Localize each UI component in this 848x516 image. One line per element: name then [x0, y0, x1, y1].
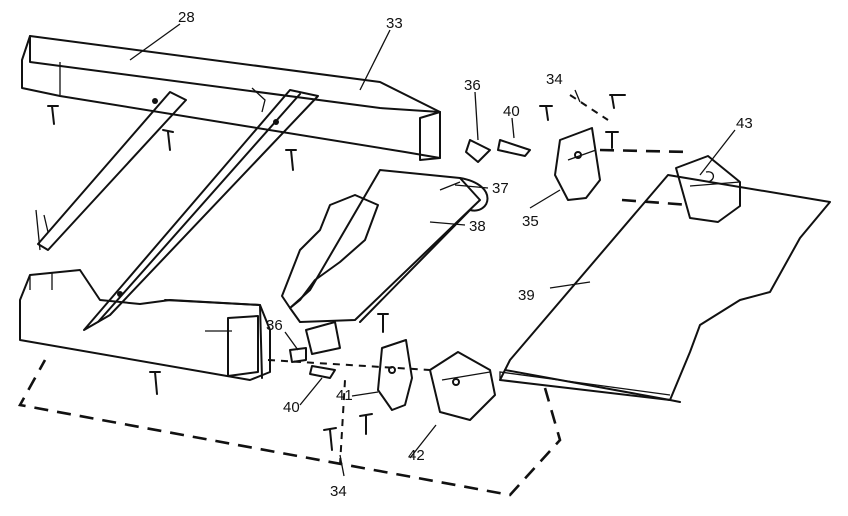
- leader-lines: [129, 23, 736, 477]
- label-40-bottom: 40: [283, 399, 300, 416]
- small-hardware: [289, 94, 626, 451]
- label-42: 42: [408, 447, 425, 464]
- label-37: 37: [492, 180, 509, 197]
- part-41-small-block: [377, 339, 413, 411]
- callout-labels: 28 33 36 40 34 43 37 38 35 39 36 40 41 4…: [178, 9, 753, 500]
- bottom-left-rail: [19, 269, 271, 381]
- label-39: 39: [518, 287, 535, 304]
- label-28: 28: [178, 9, 195, 26]
- label-35: 35: [522, 213, 539, 230]
- assembly-dash-lines: [17, 94, 691, 497]
- label-43: 43: [736, 115, 753, 132]
- part-42-block: [429, 351, 496, 421]
- part-35-bracket-block: [554, 127, 601, 201]
- part-43-end-block: [675, 155, 741, 223]
- part-39-base-plate: [499, 174, 831, 403]
- label-33: 33: [386, 15, 403, 32]
- rail-screws: [47, 98, 297, 395]
- part-38-roller-cylinder: [281, 169, 489, 355]
- part-28-top-rail: [21, 35, 441, 161]
- part-33-crossbar: [35, 89, 319, 331]
- label-40-top: 40: [503, 103, 520, 120]
- label-36-top: 36: [464, 77, 481, 94]
- label-36-bottom: 36: [266, 317, 283, 334]
- label-41: 41: [336, 387, 353, 404]
- label-34-top: 34: [546, 71, 563, 88]
- label-38: 38: [469, 218, 486, 235]
- label-34-bottom: 34: [330, 483, 347, 500]
